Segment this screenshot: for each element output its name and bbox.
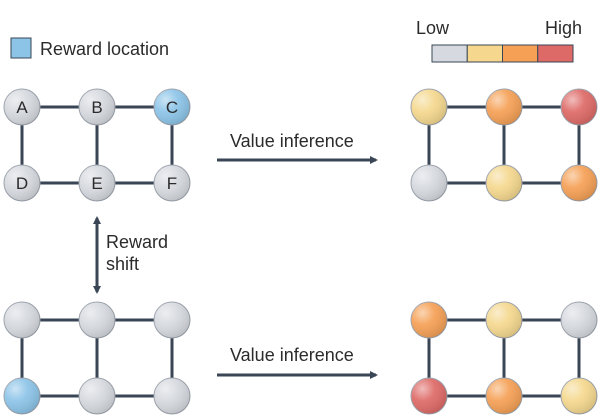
node-label: E xyxy=(91,174,102,193)
grid-node-shine xyxy=(4,165,40,201)
grid-node-shine xyxy=(561,165,597,201)
node-label: C xyxy=(166,98,178,117)
value-inference-label-bottom: Value inference xyxy=(230,345,354,365)
grid-node-shine xyxy=(79,89,115,125)
reward-location-swatch xyxy=(10,37,32,59)
scale-high-label: High xyxy=(545,18,582,38)
value-inference-label-top: Value inference xyxy=(230,131,354,151)
grid-node-shine xyxy=(79,165,115,201)
grid-node-shine xyxy=(411,165,447,201)
grid-node-shine xyxy=(486,378,522,414)
grid-node-shine xyxy=(4,89,40,125)
reward-shift-label-line1: Reward xyxy=(106,232,168,252)
grid-node-shine xyxy=(4,302,40,338)
reward-shift-arrow: Reward shift xyxy=(93,216,168,294)
grid-node-shine xyxy=(79,378,115,414)
grid-node-shine xyxy=(154,302,190,338)
scale-segment xyxy=(466,44,503,63)
grid-node-shine xyxy=(411,302,447,338)
grid-node-shine xyxy=(561,378,597,414)
reward-location-legend: Reward location xyxy=(10,37,169,59)
top-right-grid xyxy=(410,88,598,202)
scale-bar xyxy=(431,44,574,63)
value-inference-arrow-top: Value inference xyxy=(217,131,378,164)
reward-shift-label-line2: shift xyxy=(106,254,139,274)
reward-location-label: Reward location xyxy=(40,39,169,59)
scale-segment xyxy=(537,44,574,63)
grid-node-shine xyxy=(154,165,190,201)
grid-node-shine xyxy=(486,302,522,338)
scale-segment xyxy=(431,44,468,63)
value-inference-arrow-bottom: Value inference xyxy=(217,345,378,379)
node-label: F xyxy=(167,174,177,193)
scale-low-label: Low xyxy=(416,18,450,38)
node-label: B xyxy=(91,98,102,117)
bottom-left-grid xyxy=(3,301,191,415)
node-label: D xyxy=(16,174,28,193)
bottom-right-grid xyxy=(410,301,598,415)
grid-node-shine xyxy=(411,378,447,414)
grid-node-shine xyxy=(561,302,597,338)
grid-node-shine xyxy=(79,302,115,338)
grid-node-shine xyxy=(4,378,40,414)
node-label: A xyxy=(16,98,28,117)
top-left-grid: A B C D E F xyxy=(3,88,191,202)
grid-node-shine xyxy=(561,89,597,125)
value-color-scale: Low High xyxy=(416,18,582,63)
grid-node-shine xyxy=(411,89,447,125)
grid-node-shine xyxy=(154,89,190,125)
scale-segment xyxy=(502,44,539,63)
grid-node-shine xyxy=(486,165,522,201)
grid-node-shine xyxy=(486,89,522,125)
grid-node-shine xyxy=(154,378,190,414)
